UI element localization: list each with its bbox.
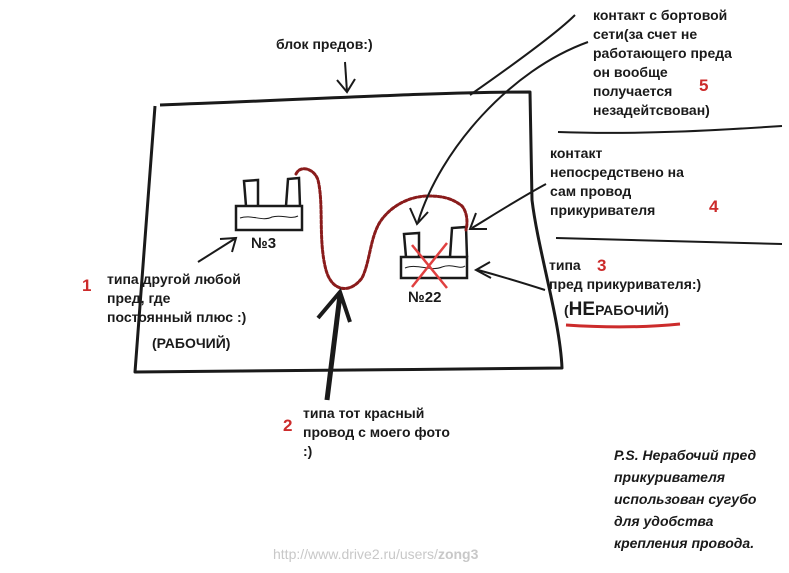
number-5: 5 (699, 76, 709, 95)
red-wire-label: типа тот красный провод с моего фото :) (303, 405, 450, 459)
fuse-22-icon (399, 225, 469, 280)
not-working-paren: ( (564, 302, 569, 318)
watermark[interactable]: http://www.drive2.ru/users/zong3 (273, 546, 478, 562)
block-arrow (336, 61, 356, 94)
not-working-underline (565, 322, 681, 329)
block-label: блок предов:) (276, 36, 373, 52)
fuse-22-arrow (473, 261, 546, 291)
divider-stroke-top (469, 14, 576, 96)
red-wire (294, 167, 469, 290)
onboard-contact-arrow (409, 41, 589, 226)
not-working-rest: РАБОЧИЙ) (595, 302, 669, 318)
cig-fuse-label: типа пред прикуривателя:) (549, 257, 702, 292)
separator-line-upper (557, 125, 783, 134)
red-wire-arrow (316, 287, 352, 401)
fuse-22-label: №22 (408, 289, 442, 306)
fuse-3-arrow (197, 236, 238, 263)
onboard-contact-label: контакт с бортовой сети(за счет не работ… (593, 7, 732, 118)
number-2: 2 (283, 416, 293, 435)
not-working-label: (НЕРАБОЧИЙ) (564, 300, 669, 320)
ps-note: P.S. Нерабочий пред прикуривателя исполь… (614, 447, 757, 551)
fuse-3-icon (234, 176, 304, 232)
direct-contact-arrow (468, 183, 547, 230)
watermark-prefix: http://www.drive2.ru/users/ (273, 546, 438, 562)
broken-fuse-cross-icon (411, 242, 448, 289)
number-4: 4 (709, 197, 719, 216)
not-working-ne: НЕ (568, 299, 596, 320)
watermark-user: zong3 (437, 546, 479, 562)
working-label: (РАБОЧИЙ) (152, 335, 231, 351)
number-3: 3 (597, 256, 607, 275)
direct-contact-label: контакт непосредствено на сам провод при… (550, 145, 684, 218)
fuse-block-outline (133, 90, 564, 374)
number-1: 1 (82, 276, 92, 295)
fuse-3-label: №3 (251, 235, 277, 252)
other-fuse-label: типа другой любой пред, где постоянный п… (107, 271, 247, 325)
separator-line-lower (555, 237, 783, 245)
